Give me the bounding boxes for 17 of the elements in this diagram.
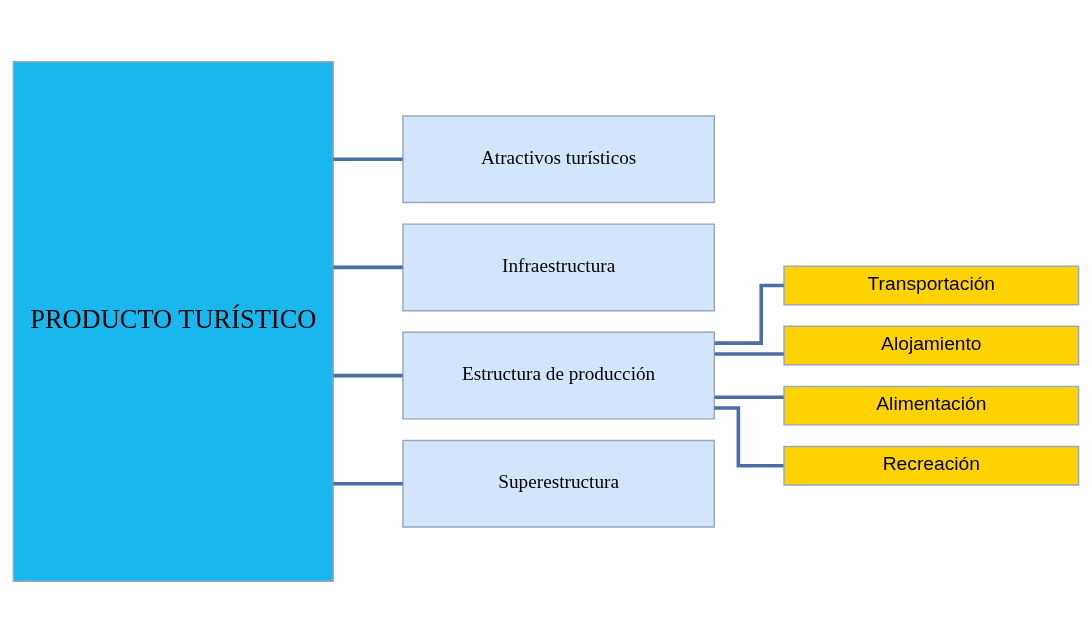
connector	[333, 156, 403, 161]
connector	[714, 351, 784, 356]
node-box: Superestructura	[402, 439, 716, 528]
connector	[714, 405, 784, 468]
node-box: Transportación	[783, 264, 1080, 305]
node-box: PRODUCTO TURÍSTICO	[12, 60, 334, 582]
connector	[714, 283, 784, 345]
node-box: Estructura de producción	[402, 331, 716, 420]
node-box: Alojamiento	[783, 325, 1080, 365]
node-box: Alimentación	[783, 385, 1080, 426]
node-box: Recreación	[783, 445, 1080, 486]
connector	[333, 373, 403, 377]
node-box: Infraestructura	[402, 222, 716, 311]
node-box: Atractivos turísticos	[402, 114, 716, 203]
connector	[333, 481, 403, 486]
connector	[333, 265, 403, 269]
connector	[714, 394, 784, 399]
